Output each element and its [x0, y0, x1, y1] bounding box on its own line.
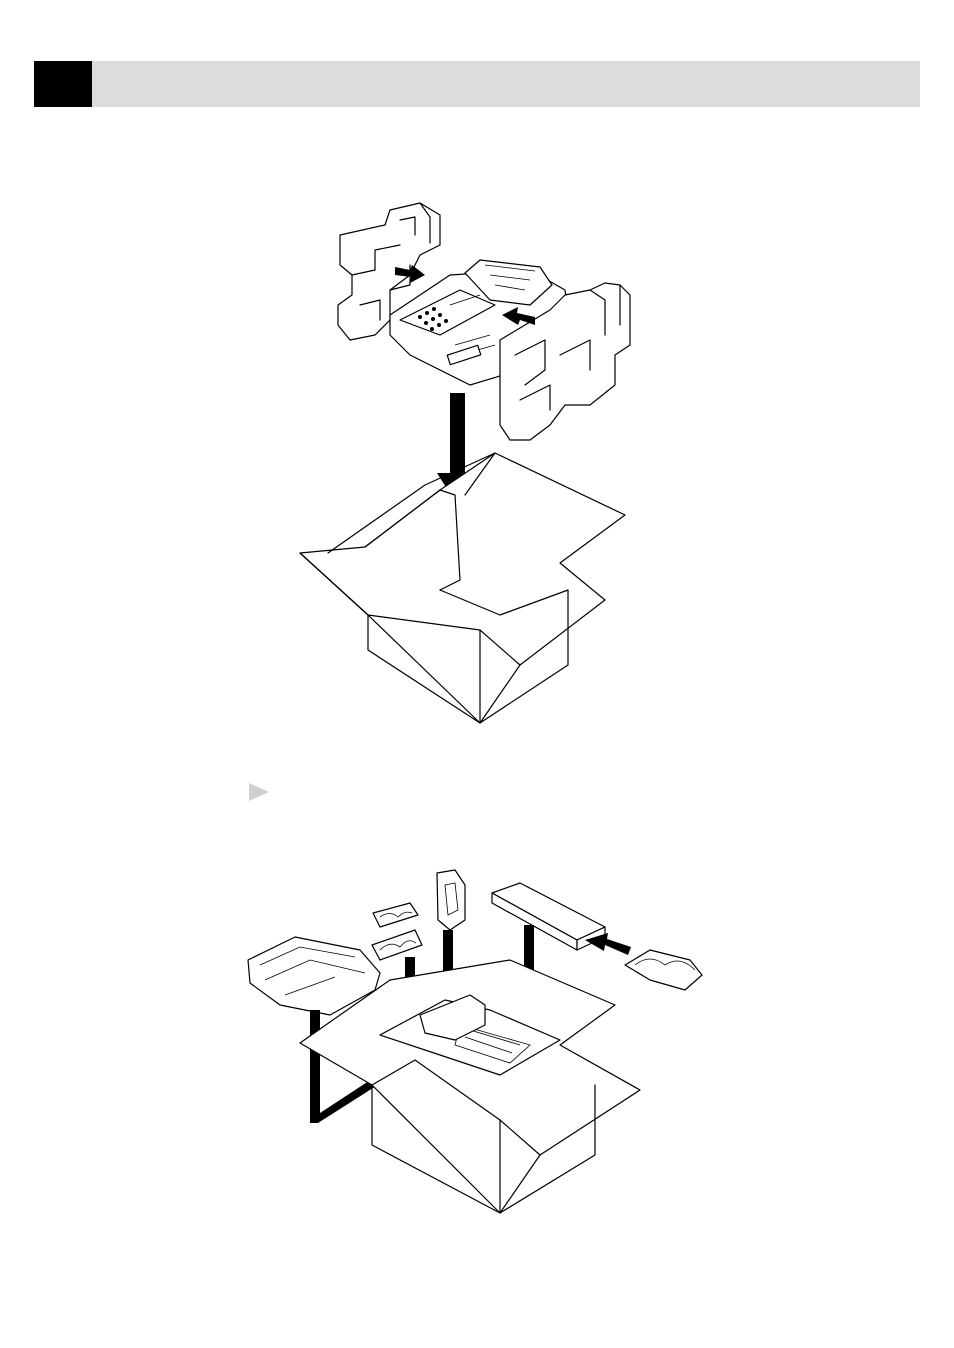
chapter-tab	[34, 61, 92, 107]
header-bar	[34, 61, 920, 107]
open-carton	[300, 453, 625, 723]
fax-packing-illustration	[290, 195, 650, 730]
accessory-packing-illustration	[240, 865, 710, 1215]
handset-bag	[437, 870, 465, 930]
handset-cord-bag	[372, 903, 422, 960]
packing-figure-1	[290, 195, 650, 730]
triangle-bullet-icon	[249, 783, 269, 801]
power-cord-bundle	[625, 950, 702, 990]
packing-figure-2	[240, 865, 710, 1215]
